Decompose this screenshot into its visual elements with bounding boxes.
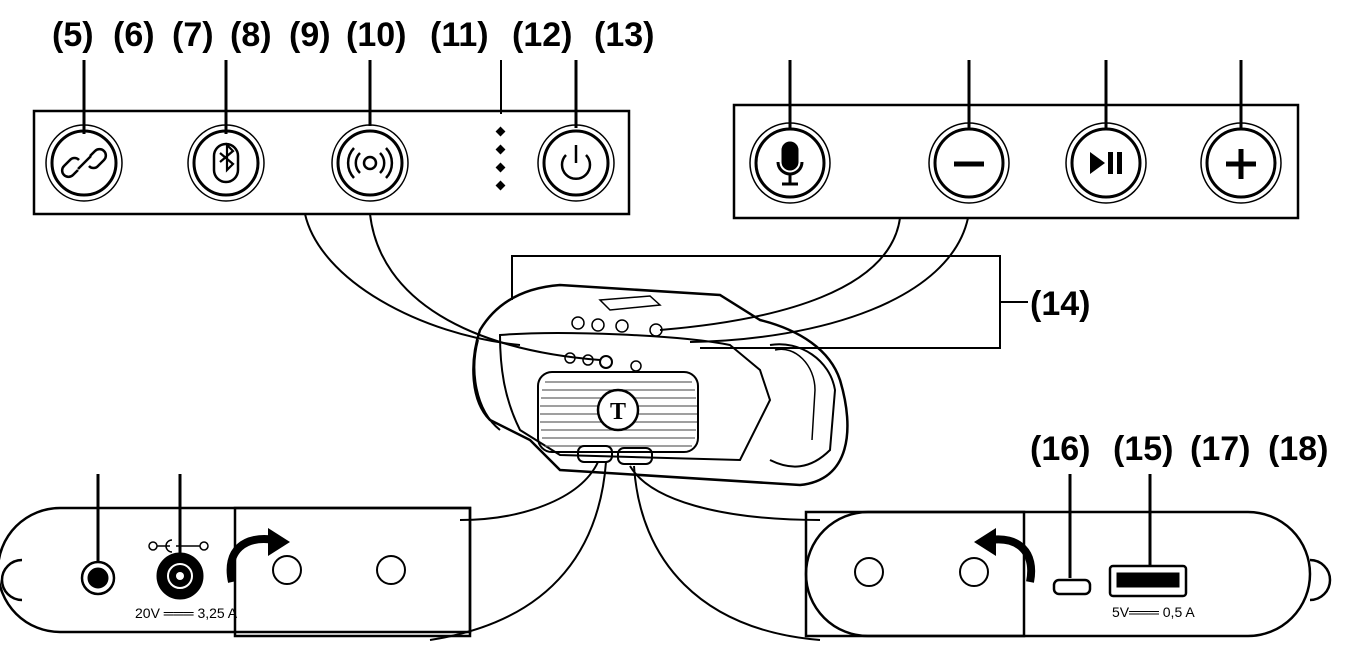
radio-wave-button	[331, 124, 409, 202]
callout-label-8: (8)	[230, 16, 272, 54]
callout-label-14: (14)	[1030, 285, 1091, 323]
callout-label-11: (11)	[430, 16, 489, 54]
callout-label-18: (18)	[1268, 430, 1329, 468]
speaker-logo-letter: T	[610, 399, 626, 425]
dc-input-rating: 20V ═══ 3,25 A	[135, 605, 238, 621]
play-pause-button	[1065, 122, 1147, 204]
callout-label-17: (17)	[1190, 430, 1251, 468]
bracket-14	[511, 255, 1001, 349]
port-cover-flap-left	[233, 506, 472, 638]
callout-label-16: (16)	[1030, 430, 1091, 468]
callout-label-12: (12)	[512, 16, 573, 54]
callout-label-7: (7)	[172, 16, 214, 54]
speaker-body	[472, 283, 849, 487]
link-icon	[60, 147, 108, 179]
bottom-right-port-panel	[804, 474, 1332, 638]
link-button	[45, 124, 123, 202]
callout-label-15: (15)	[1113, 430, 1174, 468]
bluetooth-button	[187, 124, 265, 202]
power-button	[537, 124, 615, 202]
callout-label-6: (6)	[113, 16, 155, 54]
aux-audio-jack	[80, 560, 116, 596]
right-control-panel	[732, 103, 1300, 220]
port-cover-flap-right	[804, 510, 1026, 638]
callout-label-13: (13)	[594, 16, 655, 54]
radio-wave-icon	[346, 147, 394, 179]
power-icon	[560, 145, 592, 181]
polarity-icon	[148, 539, 209, 553]
plus-icon	[1226, 149, 1256, 179]
usb-output-rating: 5V═══ 0,5 A	[1112, 604, 1195, 620]
micro-usb-port	[1052, 578, 1092, 596]
microphone-icon	[776, 141, 804, 186]
bluetooth-icon	[219, 142, 235, 173]
open-cover-arrow-right	[989, 535, 1036, 583]
battery-led-indicators	[495, 126, 506, 191]
bottom-left-port-panel	[0, 474, 472, 638]
speaker-logo	[596, 388, 640, 432]
play-pause-icon	[1090, 152, 1122, 174]
left-control-panel	[32, 109, 631, 216]
volume-down-button	[928, 122, 1010, 204]
callout-label-9: (9)	[289, 16, 331, 54]
open-cover-arrow-left	[226, 535, 276, 583]
microphone-button	[749, 122, 831, 204]
usb-a-port	[1108, 564, 1188, 598]
callout-label-10: (10)	[346, 16, 407, 54]
callout-label-5: (5)	[52, 16, 94, 54]
volume-up-button	[1200, 122, 1282, 204]
